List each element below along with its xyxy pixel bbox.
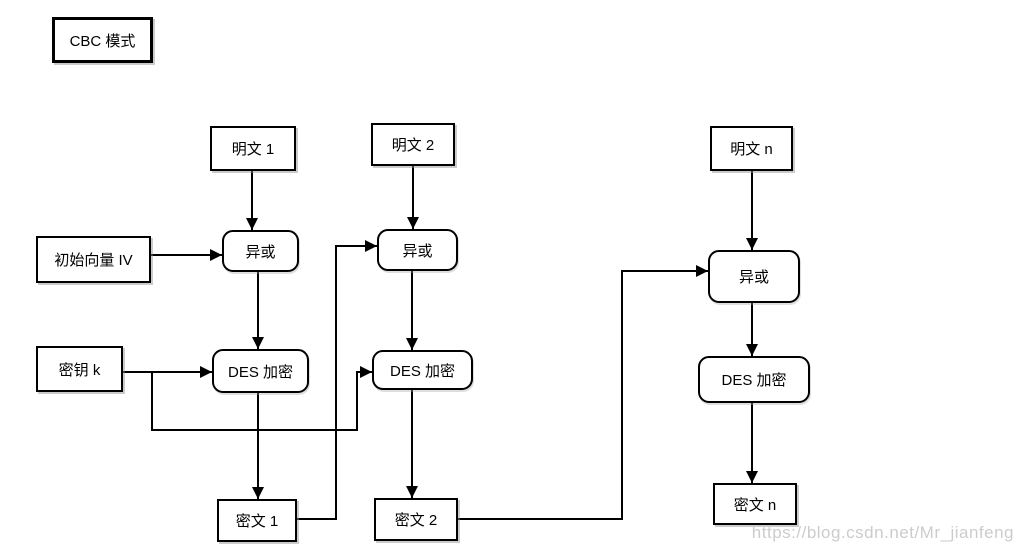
- node-plaintext-n: 明文 n: [710, 126, 793, 171]
- node-ciphertext-2: 密文 2: [374, 498, 458, 541]
- node-plaintext-1: 明文 1: [210, 126, 296, 171]
- node-xor-3: 异或: [708, 250, 800, 303]
- title-box-cbc-mode: CBC 模式: [52, 17, 153, 63]
- edge-cipher1-feedback-to-xor2: [297, 240, 377, 520]
- node-ciphertext-1: 密文 1: [217, 499, 297, 542]
- node-ciphertext-n: 密文 n: [713, 483, 797, 525]
- node-key-k: 密钥 k: [36, 346, 123, 392]
- node-initial-vector-iv: 初始向量 IV: [36, 236, 151, 283]
- edge-key-branch-to-des2: [151, 366, 372, 431]
- node-des-encrypt-3: DES 加密: [698, 356, 810, 403]
- node-xor-1: 异或: [222, 230, 299, 272]
- node-plaintext-2: 明文 2: [371, 123, 455, 166]
- csdn-watermark: https://blog.csdn.net/Mr_jianfeng: [751, 523, 1014, 542]
- node-xor-2: 异或: [377, 229, 458, 271]
- node-des-encrypt-2: DES 加密: [372, 350, 473, 390]
- node-des-encrypt-1: DES 加密: [212, 349, 309, 393]
- edge-cipher2-feedback-to-xor3: [458, 265, 708, 520]
